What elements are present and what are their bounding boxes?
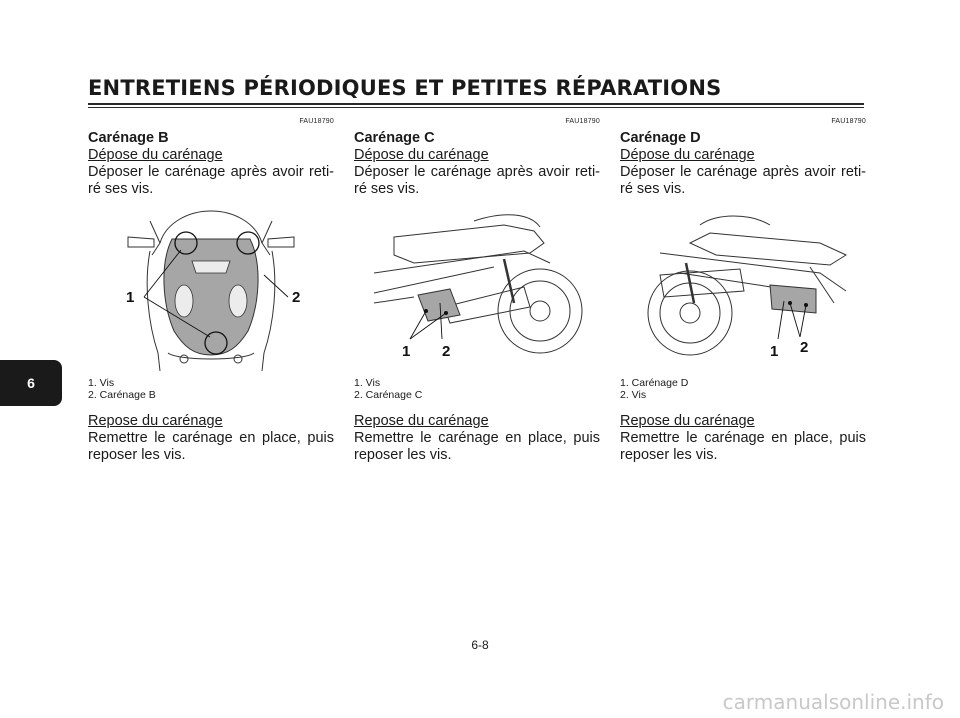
legend-item: 2. Vis: [620, 389, 647, 401]
section-carenage-c: FAU18790 Carénage C Dépose du carénage D…: [354, 118, 600, 464]
header-rule-thin: [88, 107, 864, 108]
figure-legend: 1. Vis 2. Carénage B: [88, 377, 334, 401]
section-title: Carénage D: [620, 130, 701, 146]
install-heading: Repose du carénage: [88, 413, 223, 429]
legend-item: 1. Vis: [88, 377, 115, 389]
section-carenage-b: FAU18790 Carénage B Dépose du carénage D…: [88, 118, 334, 464]
install-text: Remettre le carénage en place, puis repo…: [354, 430, 600, 463]
screw-highlight: [204, 331, 228, 355]
legend-item: 2. Carénage C: [354, 389, 423, 401]
section-code: FAU18790: [831, 118, 866, 125]
legend-item: 2. Carénage B: [88, 389, 156, 401]
section-code: FAU18790: [565, 118, 600, 125]
fairing-d-shape: [769, 284, 817, 314]
removal-text: Déposer le carénage après avoir reti-ré …: [620, 164, 866, 197]
removal-heading: Dépose du carénage: [88, 147, 223, 163]
section-carenage-d: FAU18790 Carénage D Dépose du carénage D…: [620, 118, 866, 464]
callout-1: 1: [126, 289, 135, 306]
left-side-scooter-illustration: [373, 214, 583, 354]
callout-2: 2: [442, 343, 451, 360]
removal-text: Déposer le carénage après avoir reti-ré …: [354, 164, 600, 197]
figure-right-side-fairing: 1 2: [620, 203, 866, 371]
figure-legend: 1. Carénage D 2. Vis: [620, 377, 866, 401]
legend-item: 1. Carénage D: [620, 377, 689, 389]
callout-2: 2: [292, 289, 301, 306]
removal-heading: Dépose du carénage: [620, 147, 755, 163]
install-heading: Repose du carénage: [354, 413, 489, 429]
chapter-tab[interactable]: 6: [0, 360, 62, 406]
fairing-b-shape: [163, 238, 259, 356]
install-heading: Repose du carénage: [620, 413, 755, 429]
callout-1: 1: [402, 343, 411, 360]
section-title: Carénage C: [354, 130, 435, 146]
front-scooter-illustration: [127, 210, 295, 371]
chapter-tab-label: 6: [27, 375, 35, 391]
figure-front-fairing: 1 2: [88, 203, 334, 371]
removal-heading: Dépose du carénage: [354, 147, 489, 163]
fairing-c-shape: [417, 288, 461, 322]
watermark: carmanualsonline.info: [722, 690, 944, 714]
legend-item: 1. Vis: [354, 377, 381, 389]
figure-legend: 1. Vis 2. Carénage C: [354, 377, 600, 401]
header-rule-thick: [88, 103, 864, 105]
figure-left-side-fairing: 1 2: [354, 203, 600, 371]
page-header-title: ENTRETIENS PÉRIODIQUES ET PETITES RÉPARA…: [88, 76, 722, 100]
section-code: FAU18790: [299, 118, 334, 125]
right-side-scooter-illustration: [647, 215, 848, 356]
page-number: 6-8: [471, 638, 489, 652]
install-text: Remettre le carénage en place, puis repo…: [88, 430, 334, 463]
callout-2: 2: [800, 339, 809, 356]
removal-text: Déposer le carénage après avoir reti-ré …: [88, 164, 334, 197]
screw-highlight: [236, 231, 260, 255]
screw-highlight: [174, 231, 198, 255]
section-title: Carénage B: [88, 130, 169, 146]
callout-1: 1: [770, 343, 779, 360]
install-text: Remettre le carénage en place, puis repo…: [620, 430, 866, 463]
